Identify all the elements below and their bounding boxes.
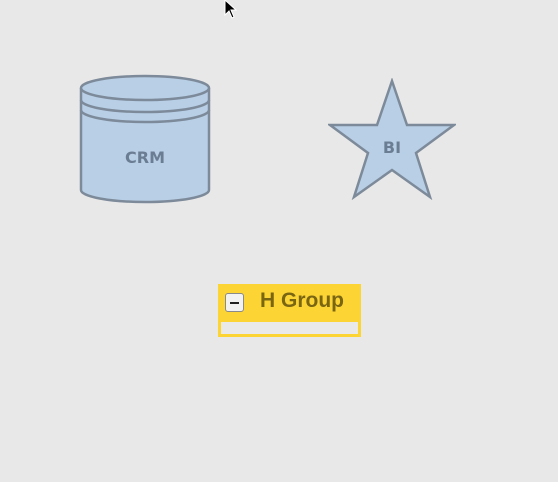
crm-database-node[interactable]: CRM [78,72,212,206]
group-title: H Group [260,289,344,312]
h-group-node[interactable]: H Group [218,284,361,337]
arrow-cursor-icon [224,0,238,19]
bi-star-node[interactable]: BI [328,78,456,200]
bi-label: BI [383,138,401,157]
crm-label: CRM [125,148,165,167]
group-header[interactable]: H Group [218,284,361,320]
group-body[interactable] [221,322,358,334]
minus-icon[interactable] [225,293,244,312]
